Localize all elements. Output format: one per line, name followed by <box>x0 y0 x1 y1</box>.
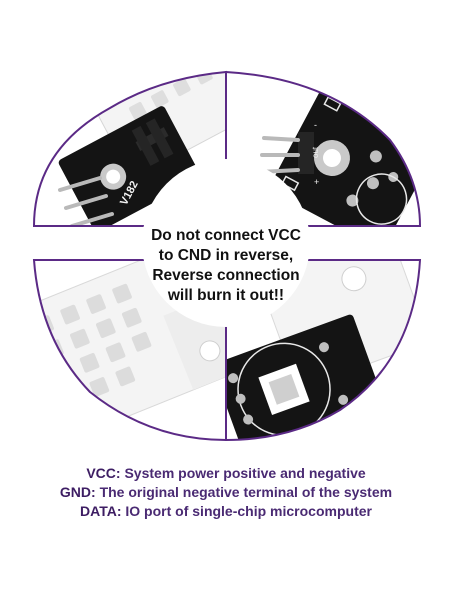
quadrant-outline <box>32 70 227 227</box>
pin-key: DATA: <box>80 503 122 519</box>
warning-line-3: Reverse connection <box>152 267 300 284</box>
pin-data: DATA: IO port of single-chip microcomput… <box>0 502 452 521</box>
board-mark-plus: + <box>314 177 319 187</box>
pin-gnd: GND: The original negative terminal of t… <box>0 483 452 502</box>
board-mark-minus: - <box>314 120 317 130</box>
pin-vcc: VCC: System power positive and negative <box>0 464 452 483</box>
quadrant-outline <box>225 70 422 227</box>
quadrant-outline <box>225 259 422 442</box>
quadrant-outline <box>32 259 227 442</box>
board-mark-out: out <box>311 146 320 158</box>
pin-desc: The original negative terminal of the sy… <box>99 484 393 500</box>
pin-key: VCC: <box>86 465 121 481</box>
pin-desc: IO port of single-chip microcomputer <box>125 503 372 519</box>
pin-desc: System power positive and negative <box>124 465 366 481</box>
warning-line-2: to CND in reverse, <box>158 247 294 264</box>
warning-line-1: Do not connect VCC <box>151 227 301 244</box>
pin-descriptions: VCC: System power positive and negative … <box>0 464 452 521</box>
warning-line-4: will burn it out!! <box>167 287 285 304</box>
warning-notice: Do not connect VCC to CND in reverse, Re… <box>126 226 326 306</box>
pin-key: GND: <box>59 484 96 500</box>
center-disc <box>142 159 310 327</box>
